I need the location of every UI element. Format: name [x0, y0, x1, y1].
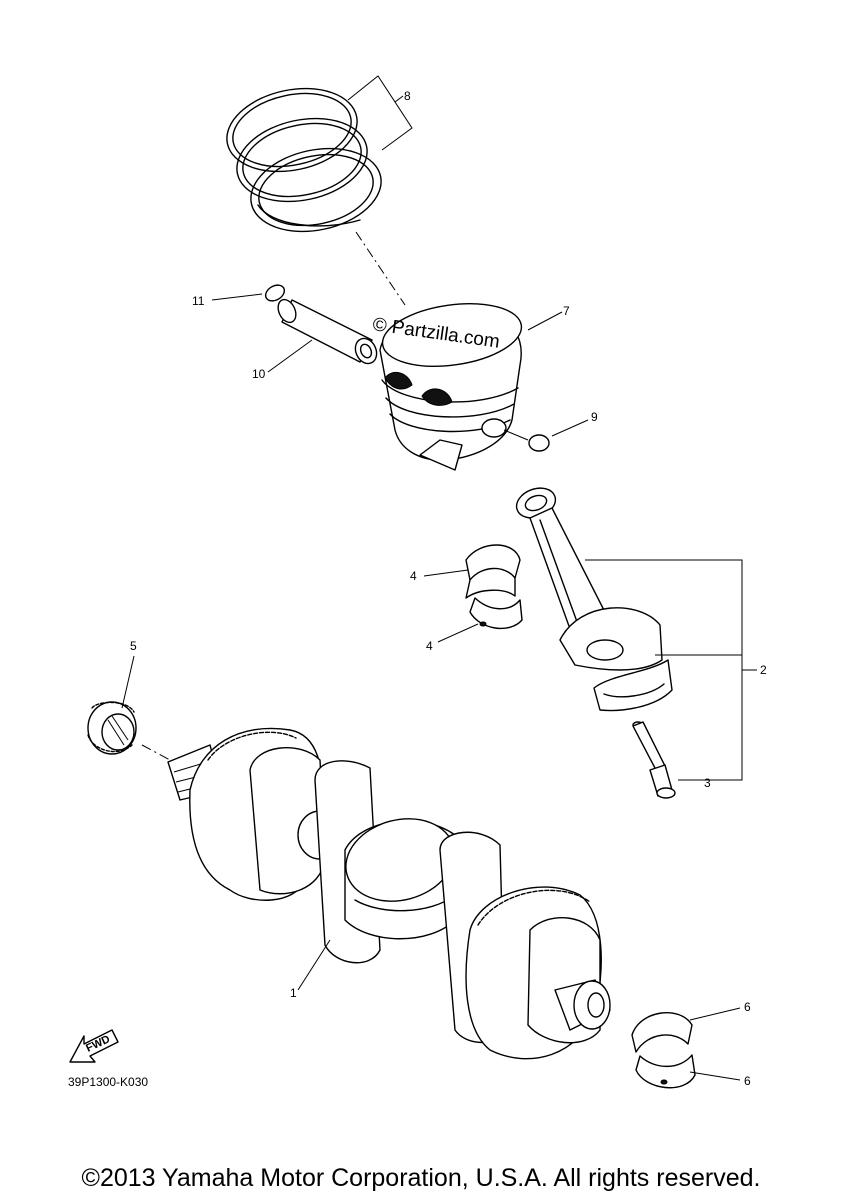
piston-pin-clip-left[interactable] [263, 282, 287, 304]
piston-pin[interactable] [275, 297, 381, 367]
piston-pin-clip-right[interactable] [528, 434, 550, 452]
copyright-notice: ©2013 Yamaha Motor Corporation, U.S.A. A… [81, 1164, 761, 1192]
callout-9: 9 [591, 410, 598, 424]
callout-4-upper: 4 [410, 569, 417, 583]
big-end-bearing-lower[interactable] [469, 597, 523, 630]
callout-10: 10 [252, 367, 266, 381]
callout-4-lower: 4 [426, 639, 433, 653]
callout-11: 11 [192, 294, 205, 308]
callout-2: 2 [760, 663, 767, 677]
main-bearing-upper[interactable] [631, 1011, 693, 1053]
callout-3: 3 [704, 776, 711, 790]
piston-rings[interactable] [219, 77, 389, 243]
callout-8: 8 [404, 89, 411, 103]
connecting-rod[interactable] [512, 483, 673, 712]
callout-1: 1 [290, 986, 297, 1000]
main-bearing-lower[interactable] [635, 1054, 696, 1089]
piston[interactable] [379, 296, 526, 471]
diagram-code: 39P1300-K030 [68, 1075, 148, 1089]
callout-6-lower: 6 [744, 1074, 751, 1088]
primary-drive-gear[interactable] [87, 701, 137, 755]
callout-6-upper: 6 [744, 1000, 751, 1014]
big-end-bearing-upper[interactable] [465, 544, 521, 599]
crankshaft[interactable] [167, 727, 611, 1060]
callout-5: 5 [130, 639, 137, 653]
connecting-rod-bolt[interactable] [632, 721, 676, 799]
fwd-arrow-icon: FWD [69, 1029, 119, 1063]
callout-7: 7 [563, 304, 570, 318]
